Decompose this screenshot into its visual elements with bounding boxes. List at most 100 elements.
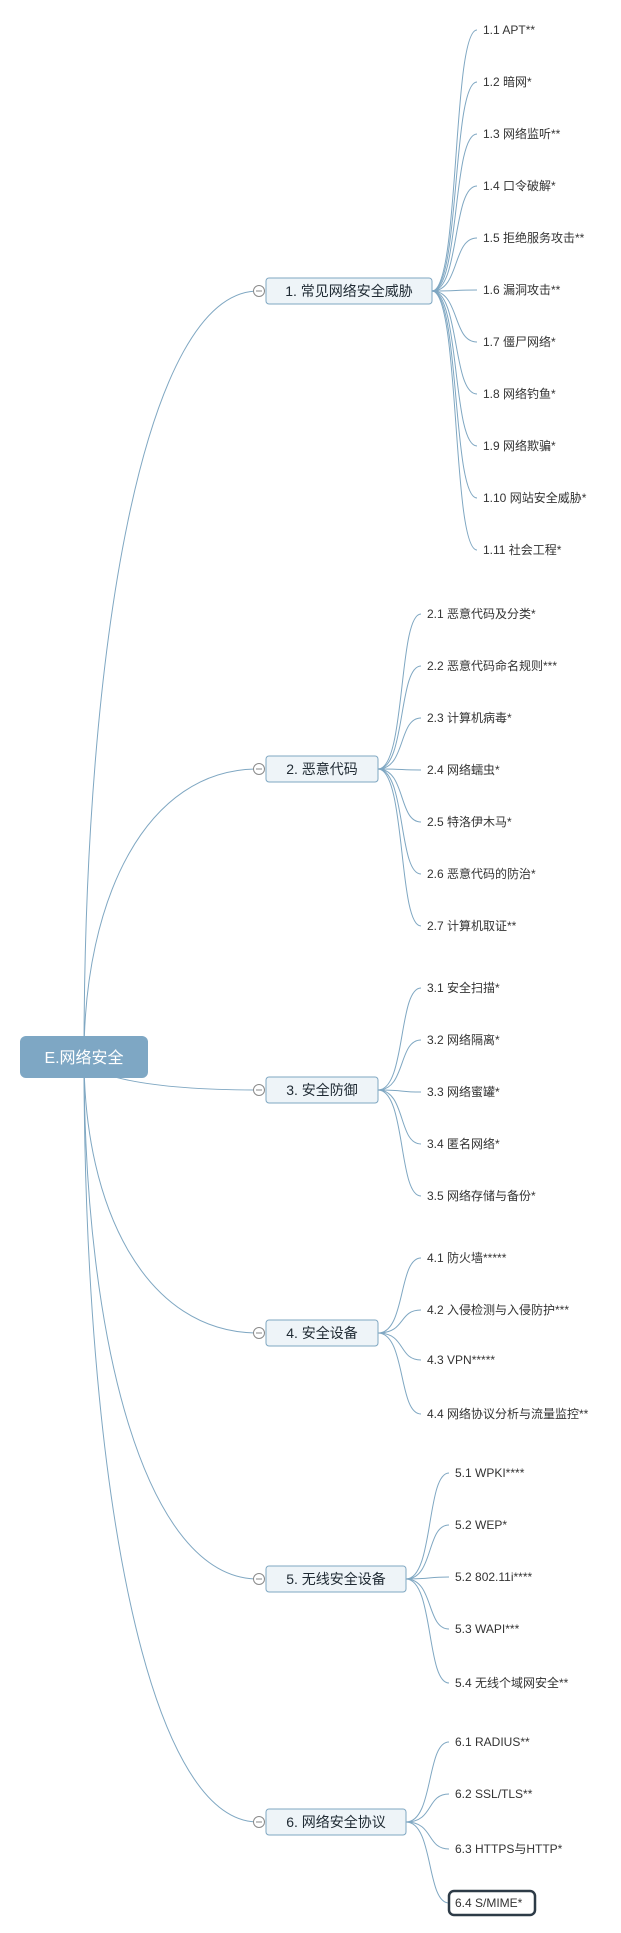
- leaf-topic-label: 3.4 匿名网络*: [427, 1136, 500, 1151]
- edge-branch-3-to-leaf-5: [377, 1089, 422, 1197]
- leaf-topic[interactable]: 6.2 SSL/TLS**: [455, 1787, 533, 1801]
- branch-topic-label: 5. 无线安全设备: [286, 1571, 386, 1587]
- leaf-topic[interactable]: 2.2 恶意代码命名规则***: [427, 658, 557, 673]
- edge-branch-5-to-leaf-4: [405, 1578, 450, 1630]
- leaf-topic[interactable]: 6.3 HTTPS与HTTP*: [455, 1842, 563, 1856]
- edge-branch-4-to-leaf-4: [377, 1332, 422, 1415]
- edge-branch-1-to-leaf-10: [431, 290, 478, 499]
- branch-topic-label: 3. 安全防御: [286, 1082, 358, 1098]
- leaf-topic[interactable]: 1.1 APT**: [483, 23, 535, 37]
- branch-topic-4[interactable]: 4. 安全设备: [265, 1319, 379, 1347]
- leaf-topic[interactable]: 3.2 网络隔离*: [427, 1032, 500, 1047]
- edge-branch-1-to-leaf-7: [431, 290, 478, 343]
- leaf-topic[interactable]: 3.5 网络存储与备份*: [427, 1188, 536, 1203]
- connector-lines: [83, 29, 478, 1904]
- collapse-toggle-icon[interactable]: [253, 285, 265, 297]
- leaf-topic[interactable]: 5.2 802.11i****: [455, 1570, 533, 1584]
- edge-branch-3-to-leaf-4: [377, 1089, 422, 1145]
- leaf-topic[interactable]: 1.7 僵尸网络*: [483, 334, 556, 349]
- leaf-topic-label: 1.3 网络监听**: [483, 126, 561, 141]
- leaf-topic[interactable]: 1.6 漏洞攻击**: [483, 283, 561, 297]
- branch-topic-label: 4. 安全设备: [286, 1325, 358, 1341]
- selection-outline: [447, 1889, 537, 1917]
- edge-root-to-branch-1: [83, 290, 259, 1058]
- leaf-topic-label: 1.5 拒绝服务攻击**: [483, 230, 585, 245]
- collapse-toggle-icon[interactable]: [253, 1084, 265, 1096]
- edge-branch-5-to-leaf-3: [405, 1576, 450, 1580]
- edge-branch-4-to-leaf-2: [377, 1309, 422, 1334]
- leaf-topic[interactable]: 4.4 网络协议分析与流量监控**: [427, 1406, 589, 1421]
- leaf-topic-label: 1.10 网站安全威胁*: [483, 490, 587, 505]
- root-topic[interactable]: E.网络安全: [20, 1036, 148, 1078]
- leaf-topic[interactable]: 2.4 网络蠕虫*: [427, 762, 500, 777]
- leaf-topic-label: 5.1 WPKI****: [455, 1466, 525, 1480]
- leaf-topic-label: 1.11 社会工程*: [483, 542, 562, 557]
- edge-branch-3-to-leaf-1: [377, 987, 422, 1091]
- leaf-topic[interactable]: 3.4 匿名网络*: [427, 1136, 500, 1151]
- branch-topic-1[interactable]: 1. 常见网络安全威胁: [265, 277, 433, 305]
- leaf-topic[interactable]: 1.2 暗网*: [483, 74, 532, 89]
- leaf-topic[interactable]: 2.7 计算机取证**: [427, 918, 517, 933]
- leaf-topic-label: 1.2 暗网*: [483, 74, 532, 89]
- leaf-topic[interactable]: 3.1 安全扫描*: [427, 980, 500, 995]
- leaf-topic[interactable]: 2.5 特洛伊木马*: [427, 814, 512, 829]
- leaf-topic-label: 5.4 无线个域网安全**: [455, 1675, 569, 1690]
- leaf-topic-label: 2.2 恶意代码命名规则***: [427, 658, 557, 673]
- leaf-topic-label: 2.1 恶意代码及分类*: [427, 606, 536, 621]
- edge-branch-2-to-leaf-4: [377, 768, 422, 771]
- leaf-topic-label: 6.2 SSL/TLS**: [455, 1787, 533, 1801]
- leaf-topic[interactable]: 6.4 S/MIME*: [447, 1889, 537, 1917]
- collapse-toggle-icon[interactable]: [253, 1327, 265, 1339]
- collapse-toggle-icon[interactable]: [253, 1816, 265, 1828]
- leaf-topic[interactable]: 1.4 口令破解*: [483, 178, 556, 193]
- leaf-topic[interactable]: 1.8 网络钓鱼*: [483, 386, 556, 401]
- root-topic-label: E.网络安全: [44, 1048, 123, 1067]
- edge-branch-1-to-leaf-9: [431, 290, 478, 447]
- collapse-toggle-icon[interactable]: [253, 763, 265, 775]
- leaf-topic[interactable]: 1.5 拒绝服务攻击**: [483, 230, 585, 245]
- leaf-topic-label: 1.6 漏洞攻击**: [483, 283, 561, 297]
- edge-root-to-branch-4: [83, 1056, 259, 1334]
- branch-topic-5[interactable]: 5. 无线安全设备: [265, 1565, 407, 1593]
- collapse-toggle-icon[interactable]: [253, 1573, 265, 1585]
- edge-branch-1-to-leaf-3: [431, 133, 478, 292]
- edge-branch-5-to-leaf-2: [405, 1524, 450, 1580]
- leaf-topic[interactable]: 1.3 网络监听**: [483, 126, 561, 141]
- edge-branch-6-to-leaf-1: [405, 1741, 450, 1823]
- leaf-topic[interactable]: 5.1 WPKI****: [455, 1466, 525, 1480]
- leaf-topic[interactable]: 5.4 无线个域网安全**: [455, 1675, 569, 1690]
- leaf-topic-label: 3.2 网络隔离*: [427, 1032, 500, 1047]
- leaf-topic[interactable]: 2.1 恶意代码及分类*: [427, 606, 536, 621]
- edge-branch-1-to-leaf-5: [431, 237, 478, 292]
- leaf-topic-label: 5.2 WEP*: [455, 1518, 507, 1532]
- branch-topic-3[interactable]: 3. 安全防御: [265, 1076, 379, 1104]
- leaf-topic-label: 5.3 WAPI***: [455, 1622, 520, 1636]
- leaf-topic[interactable]: 2.6 恶意代码的防治*: [427, 866, 536, 881]
- branch-topic-6[interactable]: 6. 网络安全协议: [265, 1808, 407, 1836]
- edge-branch-2-to-leaf-2: [377, 665, 422, 770]
- branch-topic-2[interactable]: 2. 恶意代码: [265, 755, 379, 783]
- edge-branch-2-to-leaf-1: [377, 613, 422, 770]
- leaf-topic-label: 5.2 802.11i****: [455, 1570, 533, 1584]
- edge-branch-1-to-leaf-8: [431, 290, 478, 395]
- leaf-topic-label: 6.1 RADIUS**: [455, 1735, 530, 1749]
- leaf-topic-label: 2.4 网络蠕虫*: [427, 762, 500, 777]
- leaf-topic[interactable]: 5.3 WAPI***: [455, 1622, 520, 1636]
- leaf-topic-label: 6.3 HTTPS与HTTP*: [455, 1842, 563, 1856]
- leaf-topic[interactable]: 2.3 计算机病毒*: [427, 710, 512, 725]
- leaf-topic-label: 2.6 恶意代码的防治*: [427, 866, 536, 881]
- leaf-topic[interactable]: 1.9 网络欺骗*: [483, 438, 556, 453]
- leaf-topic[interactable]: 4.1 防火墙*****: [427, 1250, 507, 1265]
- edge-branch-3-to-leaf-3: [377, 1089, 422, 1093]
- edge-branch-2-to-leaf-3: [377, 717, 422, 770]
- leaf-topic[interactable]: 4.2 入侵检测与入侵防护***: [427, 1302, 569, 1317]
- edge-branch-1-to-leaf-4: [431, 185, 478, 292]
- leaf-topic[interactable]: 6.1 RADIUS**: [455, 1735, 530, 1749]
- leaf-topic[interactable]: 1.11 社会工程*: [483, 542, 562, 557]
- edge-root-to-branch-6: [83, 1056, 259, 1823]
- leaf-topic[interactable]: 4.3 VPN*****: [427, 1353, 495, 1367]
- leaf-topic[interactable]: 3.3 网络蜜罐*: [427, 1084, 500, 1099]
- leaf-topic[interactable]: 5.2 WEP*: [455, 1518, 507, 1532]
- leaf-topic[interactable]: 1.10 网站安全威胁*: [483, 490, 587, 505]
